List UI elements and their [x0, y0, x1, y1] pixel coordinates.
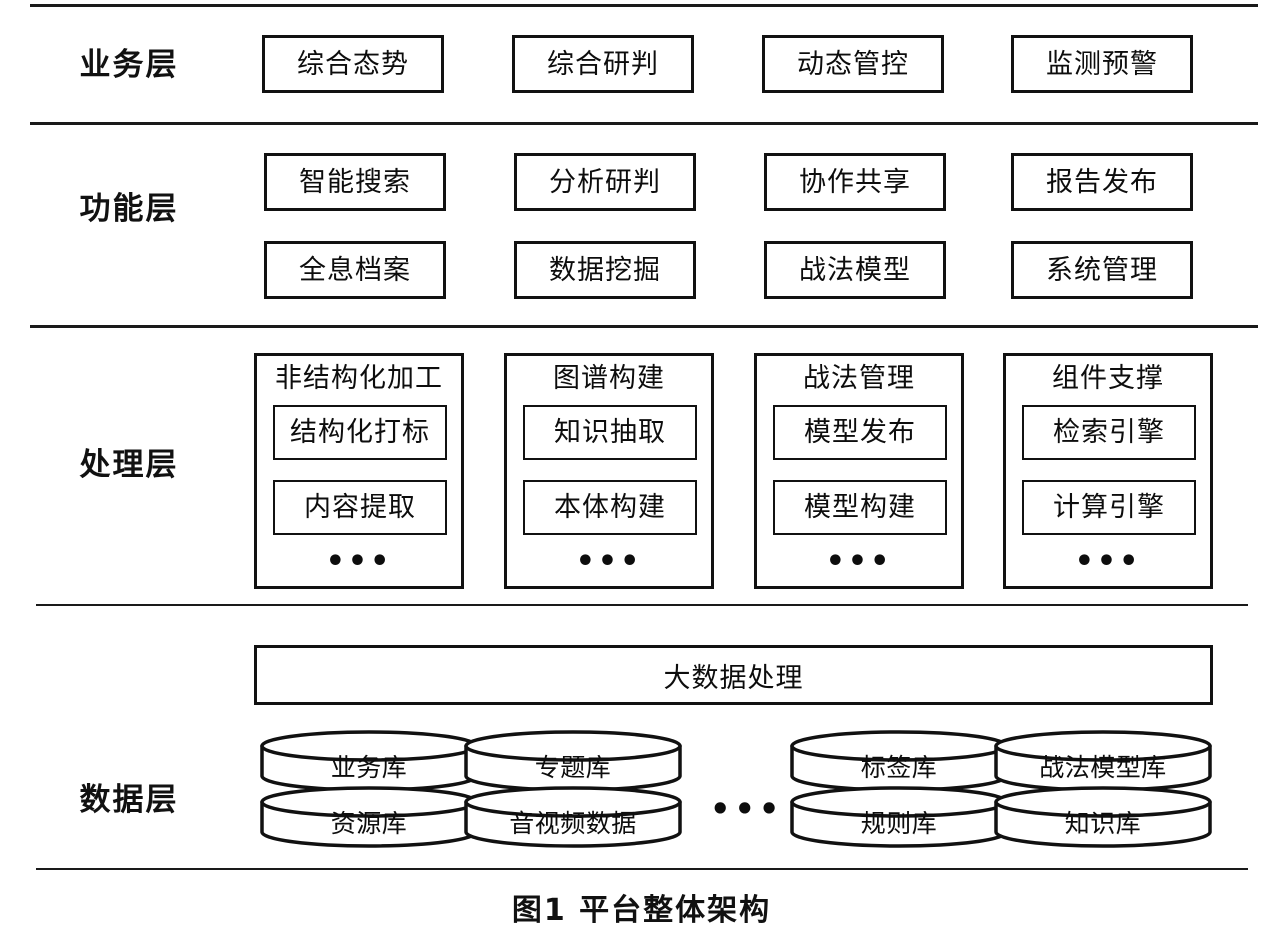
- processing-group-4-item-1[interactable]: 检索引擎: [1022, 405, 1196, 460]
- processing-group-1-more: •••: [325, 544, 393, 579]
- processing-group-2-title: 图谱构建: [553, 363, 665, 394]
- business-node-2[interactable]: 综合研判: [512, 35, 694, 93]
- processing-group-1[interactable]: 非结构化加工 结构化打标 内容提取 •••: [254, 353, 464, 589]
- divider-processing-data: [36, 604, 1248, 606]
- processing-group-2[interactable]: 图谱构建 知识抽取 本体构建 •••: [504, 353, 714, 589]
- db-cylinder-av-data[interactable]: 音视频数据: [462, 786, 684, 848]
- function-node-8[interactable]: 系统管理: [1011, 241, 1193, 299]
- processing-group-1-title: 非结构化加工: [275, 363, 443, 394]
- db-cylinder-business[interactable]: 业务库: [258, 730, 480, 792]
- processing-group-2-more: •••: [575, 544, 643, 579]
- processing-group-1-item-2[interactable]: 内容提取: [273, 480, 447, 535]
- divider-top: [30, 4, 1258, 7]
- function-node-2[interactable]: 分析研判: [514, 153, 696, 211]
- function-node-1[interactable]: 智能搜索: [264, 153, 446, 211]
- business-node-1[interactable]: 综合态势: [262, 35, 444, 93]
- function-node-5[interactable]: 全息档案: [264, 241, 446, 299]
- function-node-7[interactable]: 战法模型: [764, 241, 946, 299]
- figure-caption: 图1 平台整体架构: [511, 893, 772, 928]
- divider-function-processing: [30, 325, 1258, 328]
- processing-group-4-title: 组件支撑: [1052, 363, 1164, 394]
- db-cluster-ellipsis: •••: [710, 790, 784, 828]
- function-node-3[interactable]: 协作共享: [764, 153, 946, 211]
- db-cylinder-topic[interactable]: 专题库: [462, 730, 684, 792]
- big-data-processing-bar[interactable]: 大数据处理: [254, 645, 1213, 705]
- processing-group-2-item-2[interactable]: 本体构建: [523, 480, 697, 535]
- divider-business-function: [30, 122, 1258, 125]
- divider-bottom: [36, 868, 1248, 870]
- business-node-3[interactable]: 动态管控: [762, 35, 944, 93]
- processing-group-4-item-2[interactable]: 计算引擎: [1022, 480, 1196, 535]
- layer-label-business: 业务层: [79, 47, 179, 83]
- processing-group-3-title: 战法管理: [803, 363, 915, 394]
- processing-group-1-item-1[interactable]: 结构化打标: [273, 405, 447, 460]
- processing-group-3-item-1[interactable]: 模型发布: [773, 405, 947, 460]
- processing-group-4-more: •••: [1074, 544, 1142, 579]
- processing-group-3[interactable]: 战法管理 模型发布 模型构建 •••: [754, 353, 964, 589]
- db-cylinder-tactics-model[interactable]: 战法模型库: [992, 730, 1214, 792]
- processing-group-2-item-1[interactable]: 知识抽取: [523, 405, 697, 460]
- db-cylinder-rule[interactable]: 规则库: [788, 786, 1010, 848]
- layer-label-data: 数据层: [79, 782, 179, 818]
- db-cylinder-knowledge[interactable]: 知识库: [992, 786, 1214, 848]
- business-node-4[interactable]: 监测预警: [1011, 35, 1193, 93]
- db-cylinder-tag[interactable]: 标签库: [788, 730, 1010, 792]
- processing-group-3-more: •••: [825, 544, 893, 579]
- function-node-6[interactable]: 数据挖掘: [514, 241, 696, 299]
- function-node-4[interactable]: 报告发布: [1011, 153, 1193, 211]
- layer-label-processing: 处理层: [79, 447, 179, 483]
- processing-group-4[interactable]: 组件支撑 检索引擎 计算引擎 •••: [1003, 353, 1213, 589]
- db-cylinder-resource[interactable]: 资源库: [258, 786, 480, 848]
- layer-label-function: 功能层: [79, 191, 179, 227]
- processing-group-3-item-2[interactable]: 模型构建: [773, 480, 947, 535]
